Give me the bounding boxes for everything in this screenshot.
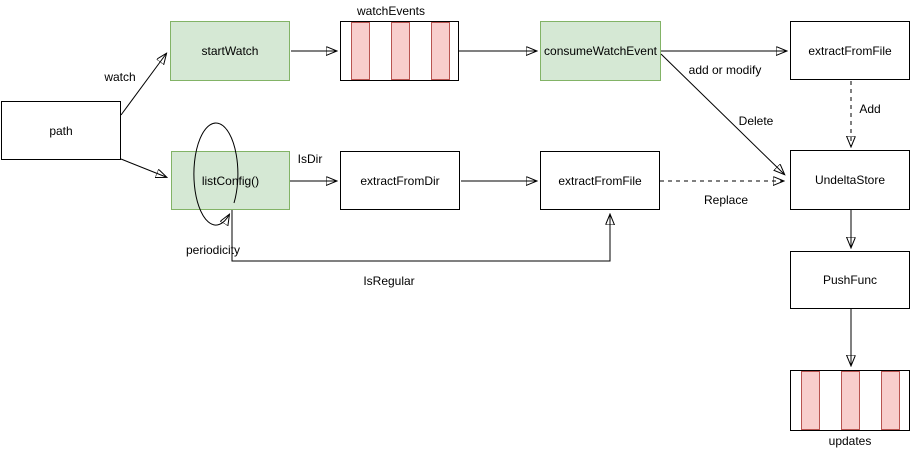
node-consumewatchevent: consumeWatchEvent: [540, 21, 661, 81]
edge-label-watch: watch: [104, 70, 136, 84]
node-extractfromfile-top: extractFromFile: [790, 21, 910, 80]
node-pushfunc-label: PushFunc: [822, 273, 878, 287]
edge-label-isdir: IsDir: [297, 152, 323, 166]
node-listconfig-label: listConfig(): [201, 173, 260, 188]
queue-stripe: [801, 371, 820, 430]
node-listconfig: listConfig(): [171, 151, 290, 210]
queue-stripe: [431, 22, 450, 80]
edge-label-delete: Delete: [738, 114, 774, 128]
node-extractfromdir: extractFromDir: [340, 151, 460, 210]
node-extractfromdir-label: extractFromDir: [360, 173, 440, 188]
node-pushfunc: PushFunc: [790, 251, 910, 309]
queue-stripe: [351, 22, 370, 80]
node-undeltastore: UndeltaStore: [790, 150, 910, 210]
node-extractfromfile-mid-label: extractFromFile: [558, 173, 642, 188]
edge-path-to-listconfig: [120, 158, 166, 177]
queue-stripe: [841, 371, 860, 430]
queue-watchevents: [340, 21, 459, 81]
node-undeltastore-label: UndeltaStore: [814, 173, 886, 187]
node-path: path: [1, 101, 121, 160]
edge-label-add: Add: [859, 102, 881, 116]
edge-label-replace: Replace: [703, 193, 749, 207]
queue-stripe: [881, 371, 900, 430]
node-extractfromfile-top-label: extractFromFile: [808, 43, 892, 58]
queue-stripe: [391, 22, 410, 80]
node-path-label: path: [49, 123, 73, 138]
node-extractfromfile-mid: extractFromFile: [540, 151, 660, 210]
edge-label-periodicity: periodicity: [185, 243, 241, 257]
edge-label-isregular: IsRegular: [363, 274, 415, 288]
edge-path-to-startwatch: [120, 54, 166, 116]
edge-label-add-or-modify: add or modify: [688, 63, 762, 77]
queue-updates-label: updates: [828, 434, 872, 448]
queue-watchevents-label: watchEvents: [356, 4, 426, 18]
node-startwatch: startWatch: [170, 21, 290, 81]
node-consumewatchevent-label: consumeWatchEvent: [544, 44, 657, 58]
edge-isregular-listconfig-to-extractfromfile: [231, 210, 610, 262]
queue-updates: [790, 370, 910, 431]
node-startwatch-label: startWatch: [201, 44, 259, 58]
